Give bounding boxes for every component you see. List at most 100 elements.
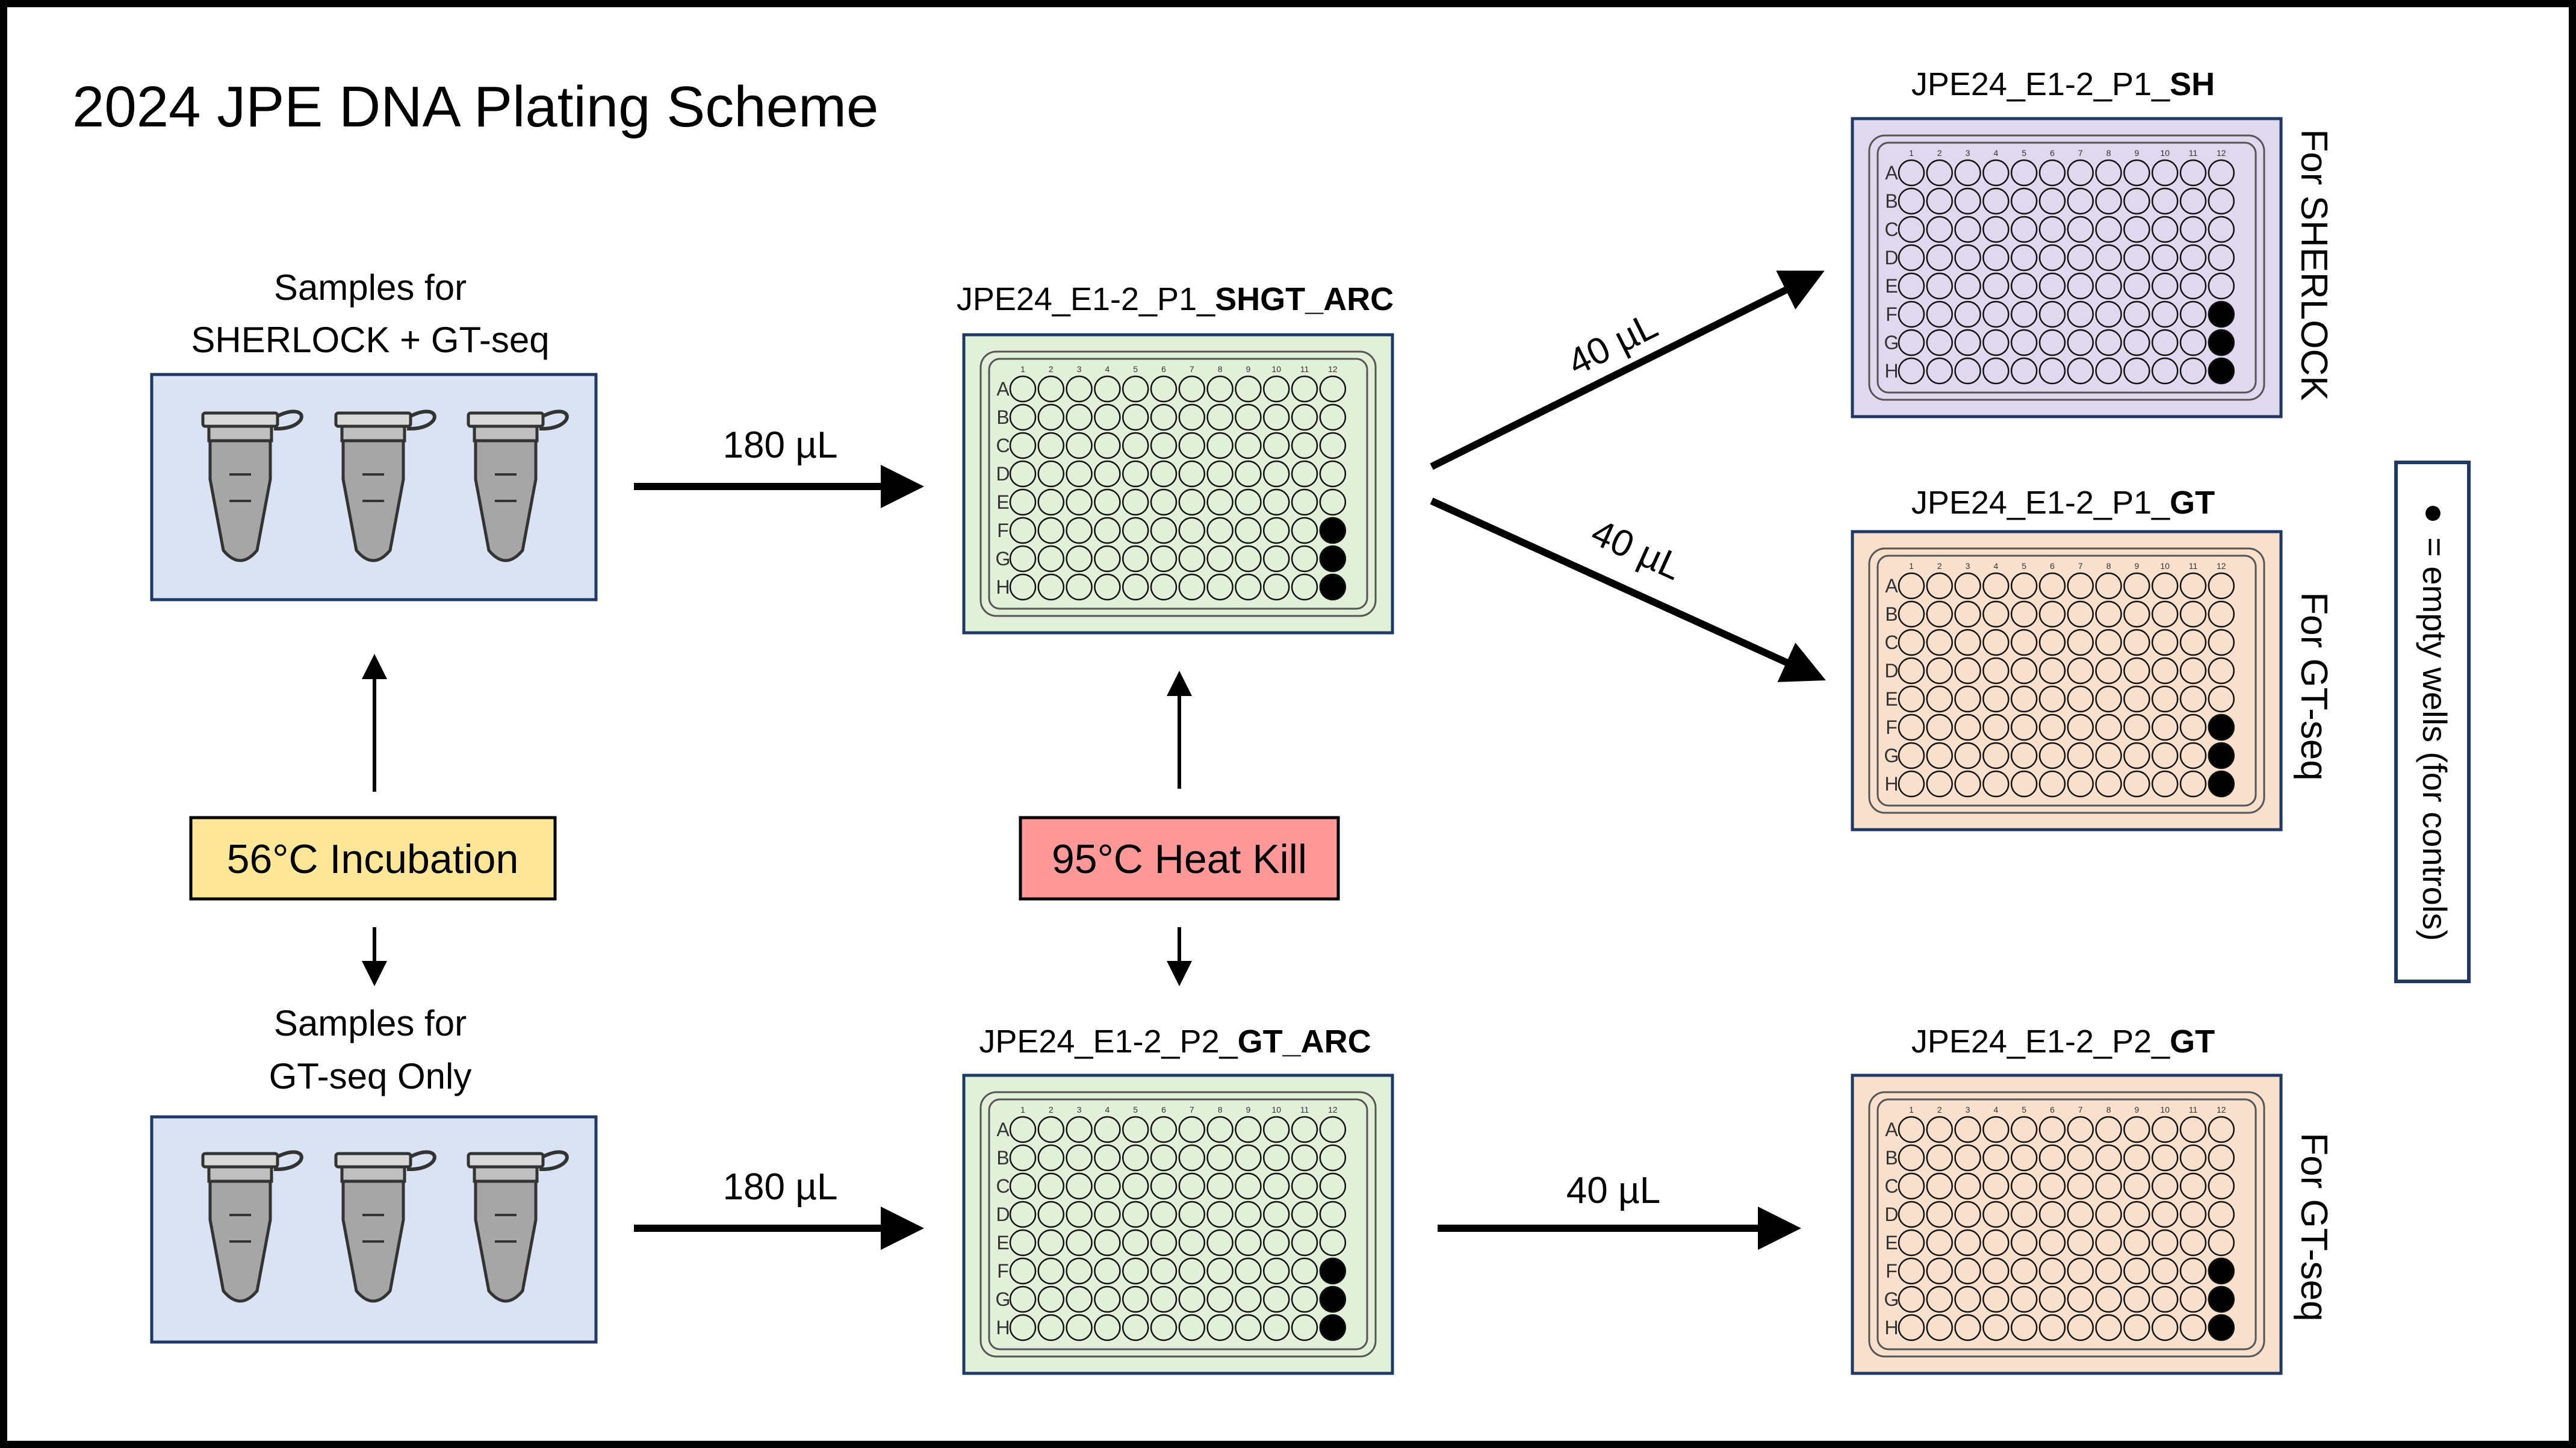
- well: [2095, 1201, 2122, 1228]
- plate-row-label: G: [1884, 332, 1899, 353]
- plate-row-label: F: [1885, 1260, 1898, 1282]
- well: [2010, 685, 2038, 713]
- well: [1094, 1314, 1121, 1341]
- well: [1178, 488, 1206, 516]
- plate-column-label: 6: [2050, 561, 2055, 571]
- well: [2095, 572, 2122, 600]
- well: [1898, 187, 1925, 215]
- plate-outline: [1868, 547, 2265, 814]
- well: [2123, 1229, 2150, 1257]
- well: [2208, 572, 2235, 600]
- tube-cap: [334, 1152, 412, 1169]
- well: [1178, 573, 1206, 601]
- well: [2123, 357, 2150, 385]
- well: [1122, 545, 1149, 573]
- plate-row-label: G: [996, 1288, 1011, 1310]
- bottom-samples-label-line2: GT-seq Only: [269, 1056, 472, 1096]
- well: [1926, 742, 1954, 769]
- well: [1066, 1257, 1093, 1285]
- well: [1291, 1172, 1318, 1200]
- well: [2095, 187, 2122, 215]
- microcentrifuge-tube: [201, 1150, 303, 1303]
- well: [1206, 1201, 1234, 1228]
- well: [2038, 272, 2066, 300]
- well: [1898, 357, 1925, 385]
- empty-well: [1319, 1314, 1347, 1341]
- well: [1037, 375, 1065, 403]
- well: [1150, 432, 1178, 459]
- well: [1206, 1116, 1234, 1143]
- well: [1291, 460, 1318, 488]
- well: [2010, 770, 2038, 798]
- well: [1009, 375, 1037, 403]
- well: [2123, 572, 2150, 600]
- well: [2067, 742, 2094, 769]
- well: [2010, 1257, 2038, 1285]
- well: [1066, 1201, 1093, 1228]
- well: [1982, 713, 2010, 741]
- well: [1122, 1144, 1149, 1172]
- well: [1206, 375, 1234, 403]
- well: [2151, 357, 2179, 385]
- well: [2067, 713, 2094, 741]
- well: [1206, 1285, 1234, 1313]
- well: [2123, 1172, 2150, 1200]
- plate-column-label: 9: [1246, 364, 1251, 374]
- well: [1898, 244, 1925, 272]
- well: [2208, 685, 2235, 713]
- plate-column-label: 1: [1020, 1105, 1025, 1114]
- well: [1150, 375, 1178, 403]
- plate-column-label: 5: [1133, 1105, 1138, 1114]
- well: [2151, 1285, 2179, 1313]
- well: [1066, 1314, 1093, 1341]
- well: [2067, 600, 2094, 628]
- well: [2038, 300, 2066, 328]
- well: [1066, 1285, 1093, 1313]
- plate-row-label: A: [1885, 575, 1898, 597]
- well: [2179, 742, 2207, 769]
- well: [1982, 357, 2010, 385]
- well: [2095, 216, 2122, 243]
- plate-inner-outline: [988, 358, 1368, 610]
- plate-row-label: F: [1885, 716, 1898, 738]
- well: [2067, 272, 2094, 300]
- well: [2095, 657, 2122, 685]
- well: [2067, 657, 2094, 685]
- well: [2095, 1229, 2122, 1257]
- well: [1009, 488, 1037, 516]
- well: [1235, 432, 1262, 459]
- well: [2038, 1314, 2066, 1341]
- well: [2208, 629, 2235, 656]
- well: [1009, 1172, 1037, 1200]
- plate-inner-outline: [988, 1098, 1368, 1350]
- well: [1122, 488, 1149, 516]
- well: [1954, 329, 1981, 356]
- well: [2208, 657, 2235, 685]
- well: [1926, 713, 1954, 741]
- well: [2179, 629, 2207, 656]
- plate-outline: [1868, 1091, 2265, 1358]
- well: [2067, 685, 2094, 713]
- well: [1206, 517, 1234, 544]
- well: [1898, 629, 1925, 656]
- well: [1982, 1116, 2010, 1143]
- plate-column-label: 11: [1300, 364, 1309, 374]
- well: [2010, 657, 2038, 685]
- well: [1262, 1172, 1290, 1200]
- well: [1150, 1285, 1178, 1313]
- well: [1982, 1314, 2010, 1341]
- well: [1319, 488, 1347, 516]
- empty-well: [1319, 517, 1347, 544]
- plate-row-label: E: [996, 491, 1009, 513]
- well: [1898, 159, 1925, 187]
- well: [1982, 300, 2010, 328]
- well: [2010, 1116, 2038, 1143]
- well: [1291, 1229, 1318, 1257]
- well: [1178, 1257, 1206, 1285]
- well: [2038, 1229, 2066, 1257]
- well: [2010, 1285, 2038, 1313]
- well: [1150, 517, 1178, 544]
- plate-column-label: 10: [2160, 561, 2170, 571]
- well: [2038, 770, 2066, 798]
- well: [2010, 159, 2038, 187]
